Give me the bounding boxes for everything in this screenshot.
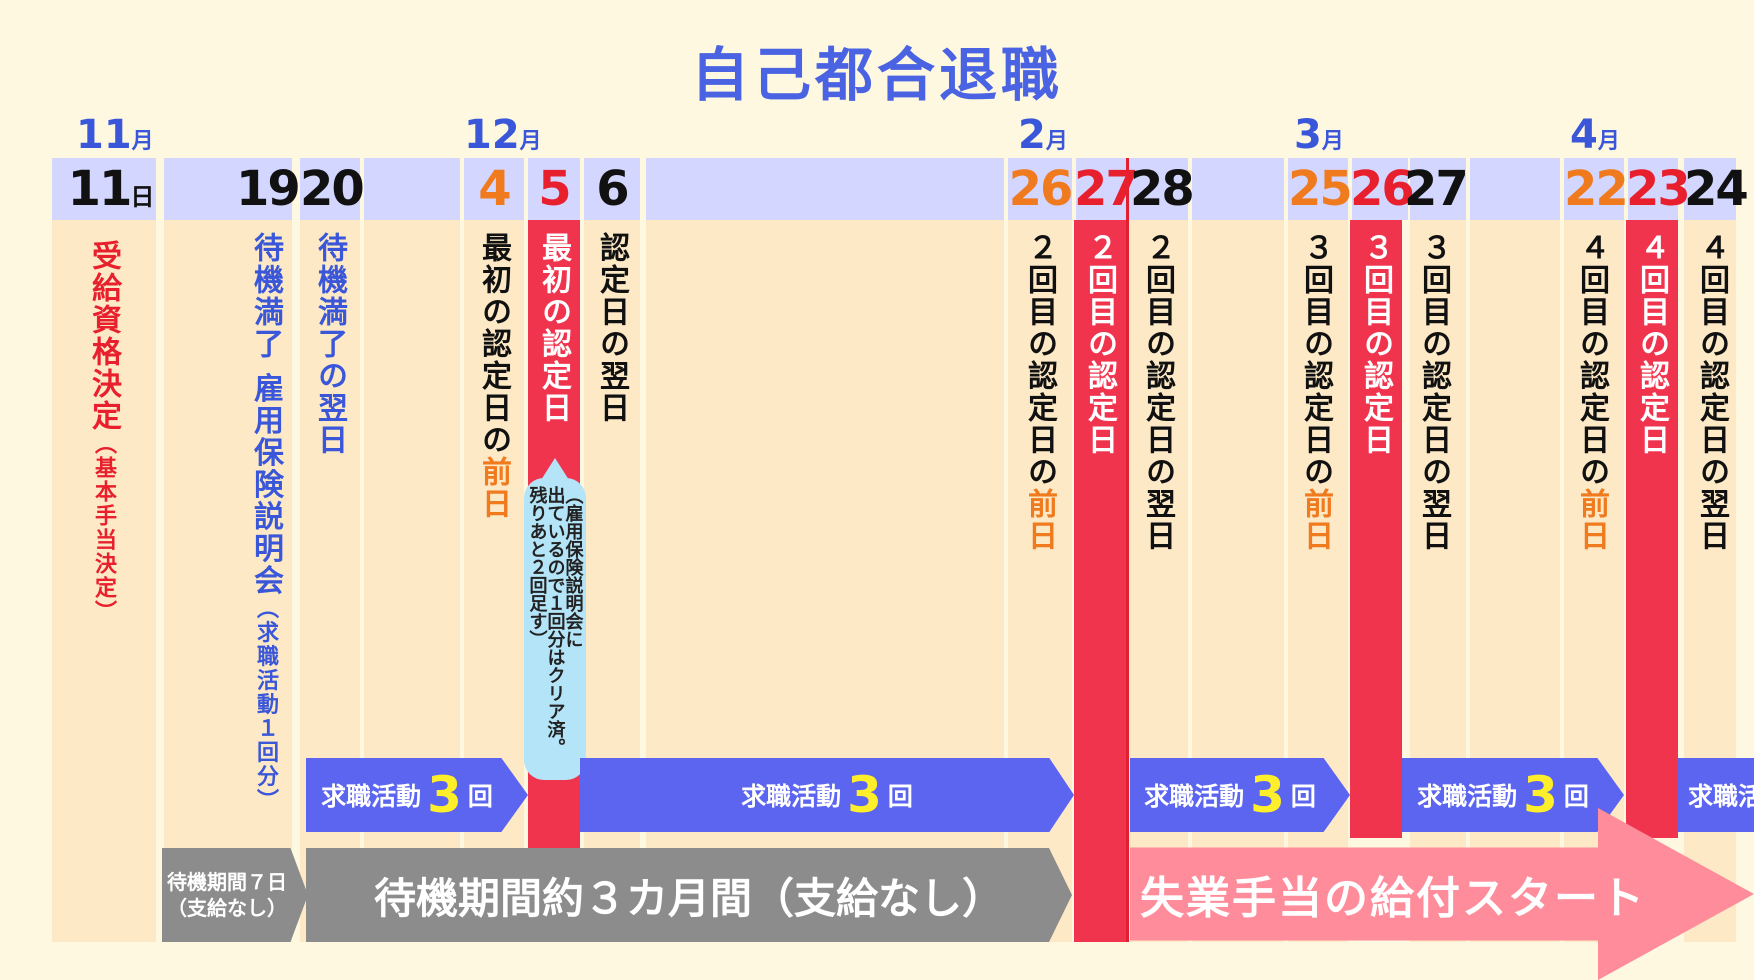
day-24-apr: 24 (1684, 161, 1749, 217)
start-line (1126, 158, 1129, 942)
label-26-feb: ２回目の認定日の前日 (1022, 232, 1057, 552)
day-19: 19 (236, 161, 301, 217)
bubble-text-1: （雇用保険説明会に (562, 486, 584, 648)
header-band (164, 158, 292, 220)
label-28-feb: ２回目の認定日の翌日 (1140, 232, 1175, 552)
header-band (1564, 158, 1624, 220)
label-20: 待機満了の翌日 (312, 232, 347, 456)
label-19: 待機満了 雇用保険説明会（求職活動１回分） (248, 232, 283, 813)
header-band (646, 158, 1004, 220)
day-column (364, 220, 460, 942)
day-27-feb: 27 (1074, 161, 1139, 217)
day-28-feb: 28 (1130, 161, 1195, 217)
label-24-apr: ４回目の認定日の翌日 (1694, 232, 1729, 552)
month-dec: 12月 (464, 112, 542, 158)
day-23-apr: 23 (1626, 161, 1691, 217)
label-23-apr: ４回目の認定日 (1634, 232, 1669, 456)
day-column (52, 220, 156, 942)
label-27-feb: ２回目の認定日 (1082, 232, 1117, 456)
cert-day-bar-2 (1074, 220, 1126, 942)
header-band (1470, 158, 1560, 220)
day-5: 5 (538, 161, 571, 217)
month-apr: 4月 (1570, 112, 1620, 158)
label-22-apr: ４回目の認定日の前日 (1574, 232, 1609, 552)
header-band (1352, 158, 1408, 220)
header-band (1076, 158, 1188, 220)
label-25-mar: ３回目の認定日の前日 (1298, 232, 1333, 552)
note-bubble (524, 478, 586, 780)
header-band (1288, 158, 1348, 220)
bubble-text-2: 出ているので１回分はクリア済。 (544, 486, 566, 756)
month-mar: 3月 (1294, 112, 1344, 158)
label-6: 認定日の翌日 (594, 232, 629, 424)
header-band (584, 158, 640, 220)
waiting-period-7days: 待機期間７日（支給なし） (162, 848, 308, 942)
day-26-mar: 26 (1350, 161, 1415, 217)
day-26-feb: 26 (1008, 161, 1074, 217)
day-column (164, 220, 292, 942)
day-27-mar: 27 (1404, 161, 1469, 217)
label-11: 受給資格決定（基本手当決定） (86, 240, 121, 624)
header-band (1628, 158, 1678, 220)
header-band (1684, 158, 1736, 220)
label-5: 最初の認定日 (536, 232, 571, 424)
day-4: 4 (478, 161, 511, 217)
header-band (52, 158, 156, 220)
page-title: 自己都合退職 (690, 41, 1063, 109)
header-band (1008, 158, 1072, 220)
header-band (1192, 158, 1284, 220)
day-column (1192, 220, 1284, 942)
label-26-mar: ３回目の認定日 (1358, 232, 1393, 456)
day-20: 20 (300, 161, 365, 217)
waiting-period-3months: 待機期間約３カ月間（支給なし） (306, 848, 1072, 942)
header-band (300, 158, 360, 220)
bubble-text-3: 残りあと２回足す） (526, 486, 548, 648)
month-feb: 2月 (1018, 112, 1068, 158)
bubble-pointer (541, 458, 569, 480)
header-band (464, 158, 524, 220)
label-27-mar: ３回目の認定日の翌日 (1416, 232, 1451, 552)
header-band (528, 158, 580, 220)
month-nov: 11月 (76, 112, 154, 158)
header-band (1410, 158, 1466, 220)
day-6: 6 (596, 161, 629, 217)
label-4: 最初の認定日の前日 (476, 232, 511, 520)
cert-day-bar-4 (1626, 220, 1678, 838)
header-band (364, 158, 460, 220)
day-11: 11日 (67, 161, 155, 217)
day-column (1470, 220, 1560, 942)
day-25-mar: 25 (1288, 161, 1353, 217)
job-search-arrow-5: 求職活 (1678, 758, 1754, 832)
day-22-apr: 22 (1564, 161, 1629, 217)
cert-day-bar-3 (1350, 220, 1402, 838)
day-column (646, 220, 1004, 942)
